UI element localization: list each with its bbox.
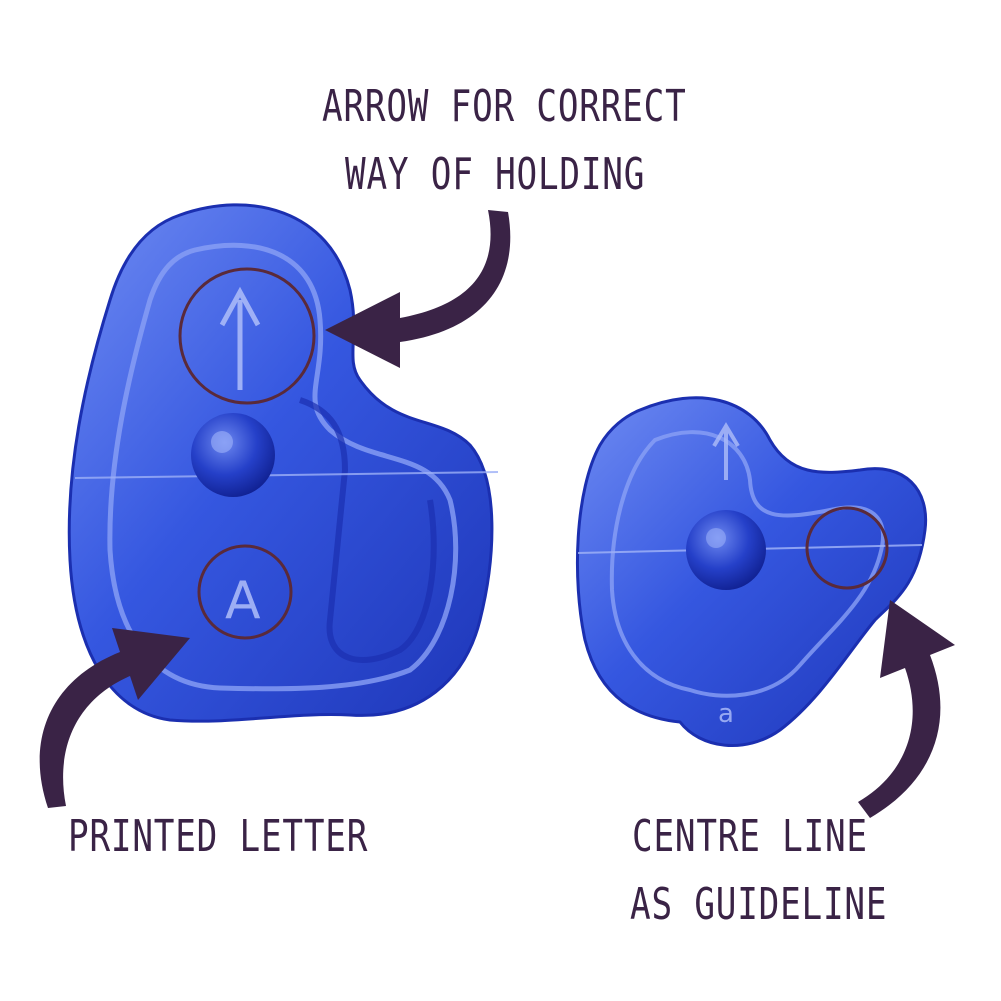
letter-highlight-circle — [197, 544, 293, 640]
centre-line-annotation-line1: CENTRE LINE — [632, 811, 868, 862]
centre-line-annotation-line2: AS GUIDELINE — [630, 879, 888, 930]
arrow-to-holding-arrow — [325, 210, 511, 368]
small-cutter-knob — [686, 510, 766, 590]
large-knob-highlight — [211, 431, 233, 453]
large-cutter-centre-line — [74, 471, 499, 479]
small-cutter-inner-ridge — [609, 430, 885, 698]
printed-letter-annotation: PRINTED LETTER — [68, 811, 369, 862]
annotation-arrows — [39, 210, 955, 818]
embossed-letter-small: a — [718, 699, 734, 729]
arrow-annotation-line1: ARROW FOR CORRECT — [322, 81, 687, 132]
large-letter-cutter: A — [67, 203, 499, 723]
large-cutter-groove — [299, 397, 437, 663]
arrow-highlight-circle — [178, 267, 316, 405]
small-letter-cutter: a — [575, 396, 928, 748]
embossed-arrow-icon — [219, 286, 261, 390]
small-embossed-arrow-icon — [712, 422, 740, 480]
large-cutter-knob — [191, 413, 275, 497]
arrow-annotation-line2: WAY OF HOLDING — [345, 149, 646, 200]
arrow-to-centre-line — [858, 600, 955, 818]
small-knob-highlight — [706, 528, 726, 548]
embossed-letter-large: A — [225, 571, 261, 631]
arrow-to-printed-letter — [39, 628, 190, 808]
large-cutter-inner-ridge — [107, 242, 459, 692]
centre-line-highlight-circle — [805, 506, 889, 590]
